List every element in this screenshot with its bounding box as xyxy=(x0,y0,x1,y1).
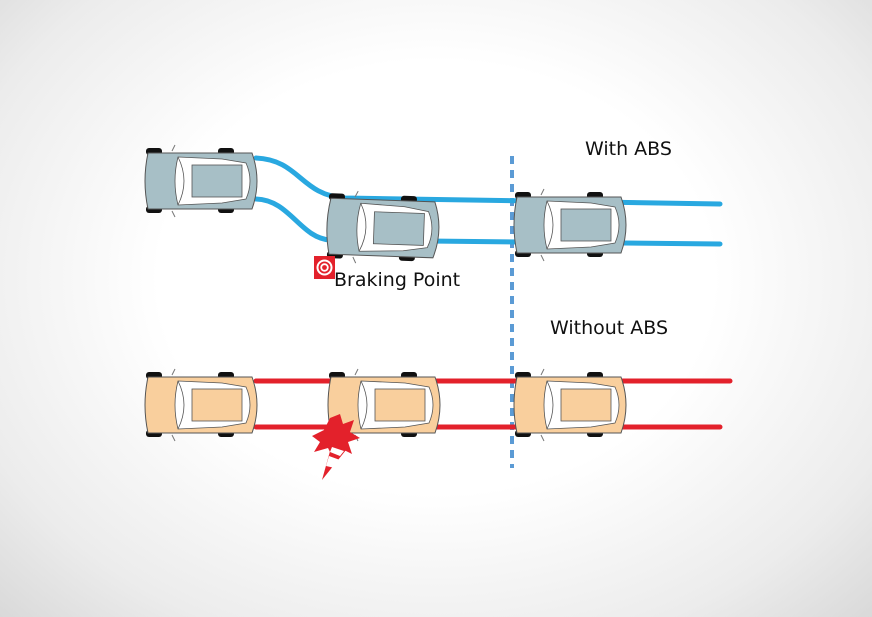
braking-point-label: Braking Point xyxy=(334,269,460,291)
car-abs-start xyxy=(144,144,258,218)
traffic-cone-icon xyxy=(322,444,346,480)
no-abs-paths xyxy=(253,378,733,430)
car-abs-braking xyxy=(325,189,441,267)
car-no-abs-start xyxy=(144,368,258,442)
with-abs-label: With ABS xyxy=(585,138,672,160)
abs-paths xyxy=(253,155,723,247)
without-abs-label: Without ABS xyxy=(550,317,668,339)
car-no-abs-end xyxy=(513,368,627,442)
car-abs-end xyxy=(513,188,627,262)
target-icon xyxy=(314,256,335,279)
impact-burst-icon xyxy=(312,414,360,460)
